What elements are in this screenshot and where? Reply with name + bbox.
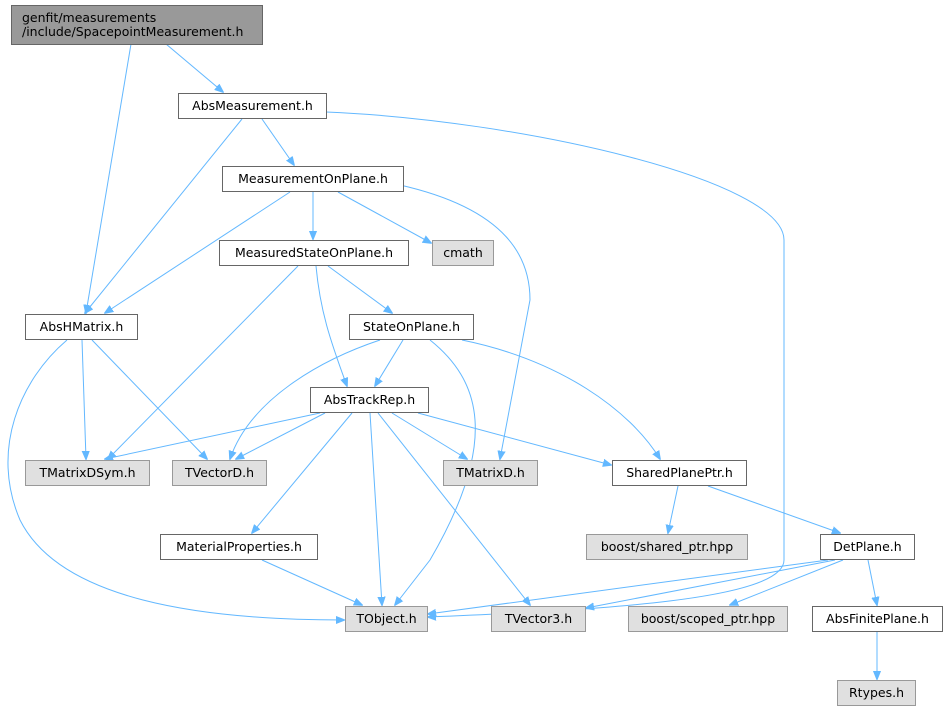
node-label: TVector3.h xyxy=(504,611,572,626)
edge-msop-to-atr xyxy=(315,265,347,386)
node-label: boost/scoped_ptr.hpp xyxy=(641,611,775,626)
node-absmeas[interactable]: AbsMeasurement.h xyxy=(178,93,327,119)
edge-atr-to-tobj xyxy=(369,412,382,605)
edge-absmeas-to-mop xyxy=(261,118,294,165)
edge-sop-to-atr xyxy=(375,339,404,386)
edge-detplane-to-tv3 xyxy=(586,559,836,608)
node-matprop[interactable]: MaterialProperties.h xyxy=(160,534,318,560)
node-box xyxy=(349,314,474,340)
node-label: TMatrixD.h xyxy=(455,465,525,480)
node-spm[interactable]: genfit/measurements/include/SpacepointMe… xyxy=(11,5,263,45)
edge-spm-to-absmeas xyxy=(165,43,223,92)
node-bscp: boost/scoped_ptr.hpp xyxy=(628,606,788,632)
node-label: MeasuredStateOnPlane.h xyxy=(235,245,393,260)
edge-detplane-to-afp xyxy=(867,559,877,605)
node-box xyxy=(491,606,586,632)
edge-atr-to-tv3 xyxy=(377,412,530,605)
node-msop[interactable]: MeasuredStateOnPlane.h xyxy=(219,240,409,266)
edges-layer xyxy=(7,43,877,679)
edge-spp-to-bsp xyxy=(668,485,679,533)
edge-msop-to-sop xyxy=(327,265,392,313)
node-spp[interactable]: SharedPlanePtr.h xyxy=(612,460,747,486)
node-tobj: TObject.h xyxy=(345,606,428,632)
edge-detplane-to-tobj xyxy=(428,559,829,614)
edge-atr-to-tmd xyxy=(391,412,467,459)
edge-msop-to-tmds xyxy=(108,265,299,459)
node-label: MeasurementOnPlane.h xyxy=(238,171,388,186)
edge-atr-to-tvd xyxy=(236,412,326,459)
node-box xyxy=(178,93,327,119)
node-label: TMatrixDSym.h xyxy=(38,465,135,480)
node-detplane[interactable]: DetPlane.h xyxy=(820,534,915,560)
node-box xyxy=(25,460,150,486)
edge-absmeas-to-tobj xyxy=(325,111,785,617)
edge-absmeas-to-abshm xyxy=(85,118,243,313)
node-label: AbsTrackRep.h xyxy=(324,392,415,407)
node-rtypes: Rtypes.h xyxy=(837,680,916,706)
edge-abshm-to-tvd xyxy=(91,339,207,459)
node-bsp: boost/shared_ptr.hpp xyxy=(586,534,748,560)
edge-atr-to-matprop xyxy=(252,412,353,533)
node-afp[interactable]: AbsFinitePlane.h xyxy=(812,606,943,632)
node-label: AbsMeasurement.h xyxy=(192,98,313,113)
edge-sop-to-tobj xyxy=(395,339,476,605)
node-box xyxy=(612,460,747,486)
node-box xyxy=(160,534,318,560)
node-tvd: TVectorD.h xyxy=(172,460,267,486)
node-box xyxy=(219,240,409,266)
node-label: TObject.h xyxy=(355,611,416,626)
edge-detplane-to-bscp xyxy=(730,559,844,605)
node-box xyxy=(172,460,267,486)
node-box xyxy=(443,460,538,486)
edge-abshm-to-tobj xyxy=(7,339,344,620)
node-label: boost/shared_ptr.hpp xyxy=(601,539,733,554)
node-label: DetPlane.h xyxy=(833,539,901,554)
node-box xyxy=(345,606,428,632)
node-mop[interactable]: MeasurementOnPlane.h xyxy=(222,166,404,192)
node-box xyxy=(11,5,263,45)
node-label: SharedPlanePtr.h xyxy=(626,465,733,480)
node-label: /include/SpacepointMeasurement.h xyxy=(22,24,243,39)
node-box xyxy=(812,606,943,632)
node-cmath: cmath xyxy=(432,240,494,266)
node-box xyxy=(222,166,404,192)
node-sop[interactable]: StateOnPlane.h xyxy=(349,314,474,340)
edge-mop-to-tmd xyxy=(399,184,531,459)
node-label: AbsFinitePlane.h xyxy=(826,611,929,626)
node-box xyxy=(586,534,748,560)
edge-sop-to-spp xyxy=(461,339,660,459)
node-box xyxy=(25,314,138,340)
node-box xyxy=(310,387,429,413)
node-label: TVectorD.h xyxy=(184,465,254,480)
edge-abshm-to-tmds xyxy=(82,339,86,459)
edge-spm-to-abshm xyxy=(86,43,132,313)
edge-spp-to-detplane xyxy=(707,485,840,533)
node-label: AbsHMatrix.h xyxy=(40,319,124,334)
edge-mop-to-cmath xyxy=(337,191,431,243)
edge-sop-to-tvd xyxy=(230,339,381,459)
node-abshm[interactable]: AbsHMatrix.h xyxy=(25,314,138,340)
edge-atr-to-tmds xyxy=(105,412,321,459)
edge-atr-to-spp xyxy=(417,412,611,465)
node-label: cmath xyxy=(443,245,483,260)
nodes-layer: genfit/measurements/include/SpacepointMe… xyxy=(11,5,943,706)
node-box xyxy=(837,680,916,706)
node-tmd: TMatrixD.h xyxy=(443,460,538,486)
node-label: MaterialProperties.h xyxy=(176,539,302,554)
node-tv3: TVector3.h xyxy=(491,606,586,632)
node-label: genfit/measurements xyxy=(22,10,156,25)
node-box xyxy=(820,534,915,560)
node-box xyxy=(628,606,788,632)
node-label: Rtypes.h xyxy=(849,685,904,700)
edge-mop-to-abshm xyxy=(105,191,291,313)
node-box xyxy=(432,240,494,266)
node-tmds: TMatrixDSym.h xyxy=(25,460,150,486)
node-label: StateOnPlane.h xyxy=(363,319,460,334)
edge-matprop-to-tobj xyxy=(261,559,362,605)
node-atr[interactable]: AbsTrackRep.h xyxy=(310,387,429,413)
